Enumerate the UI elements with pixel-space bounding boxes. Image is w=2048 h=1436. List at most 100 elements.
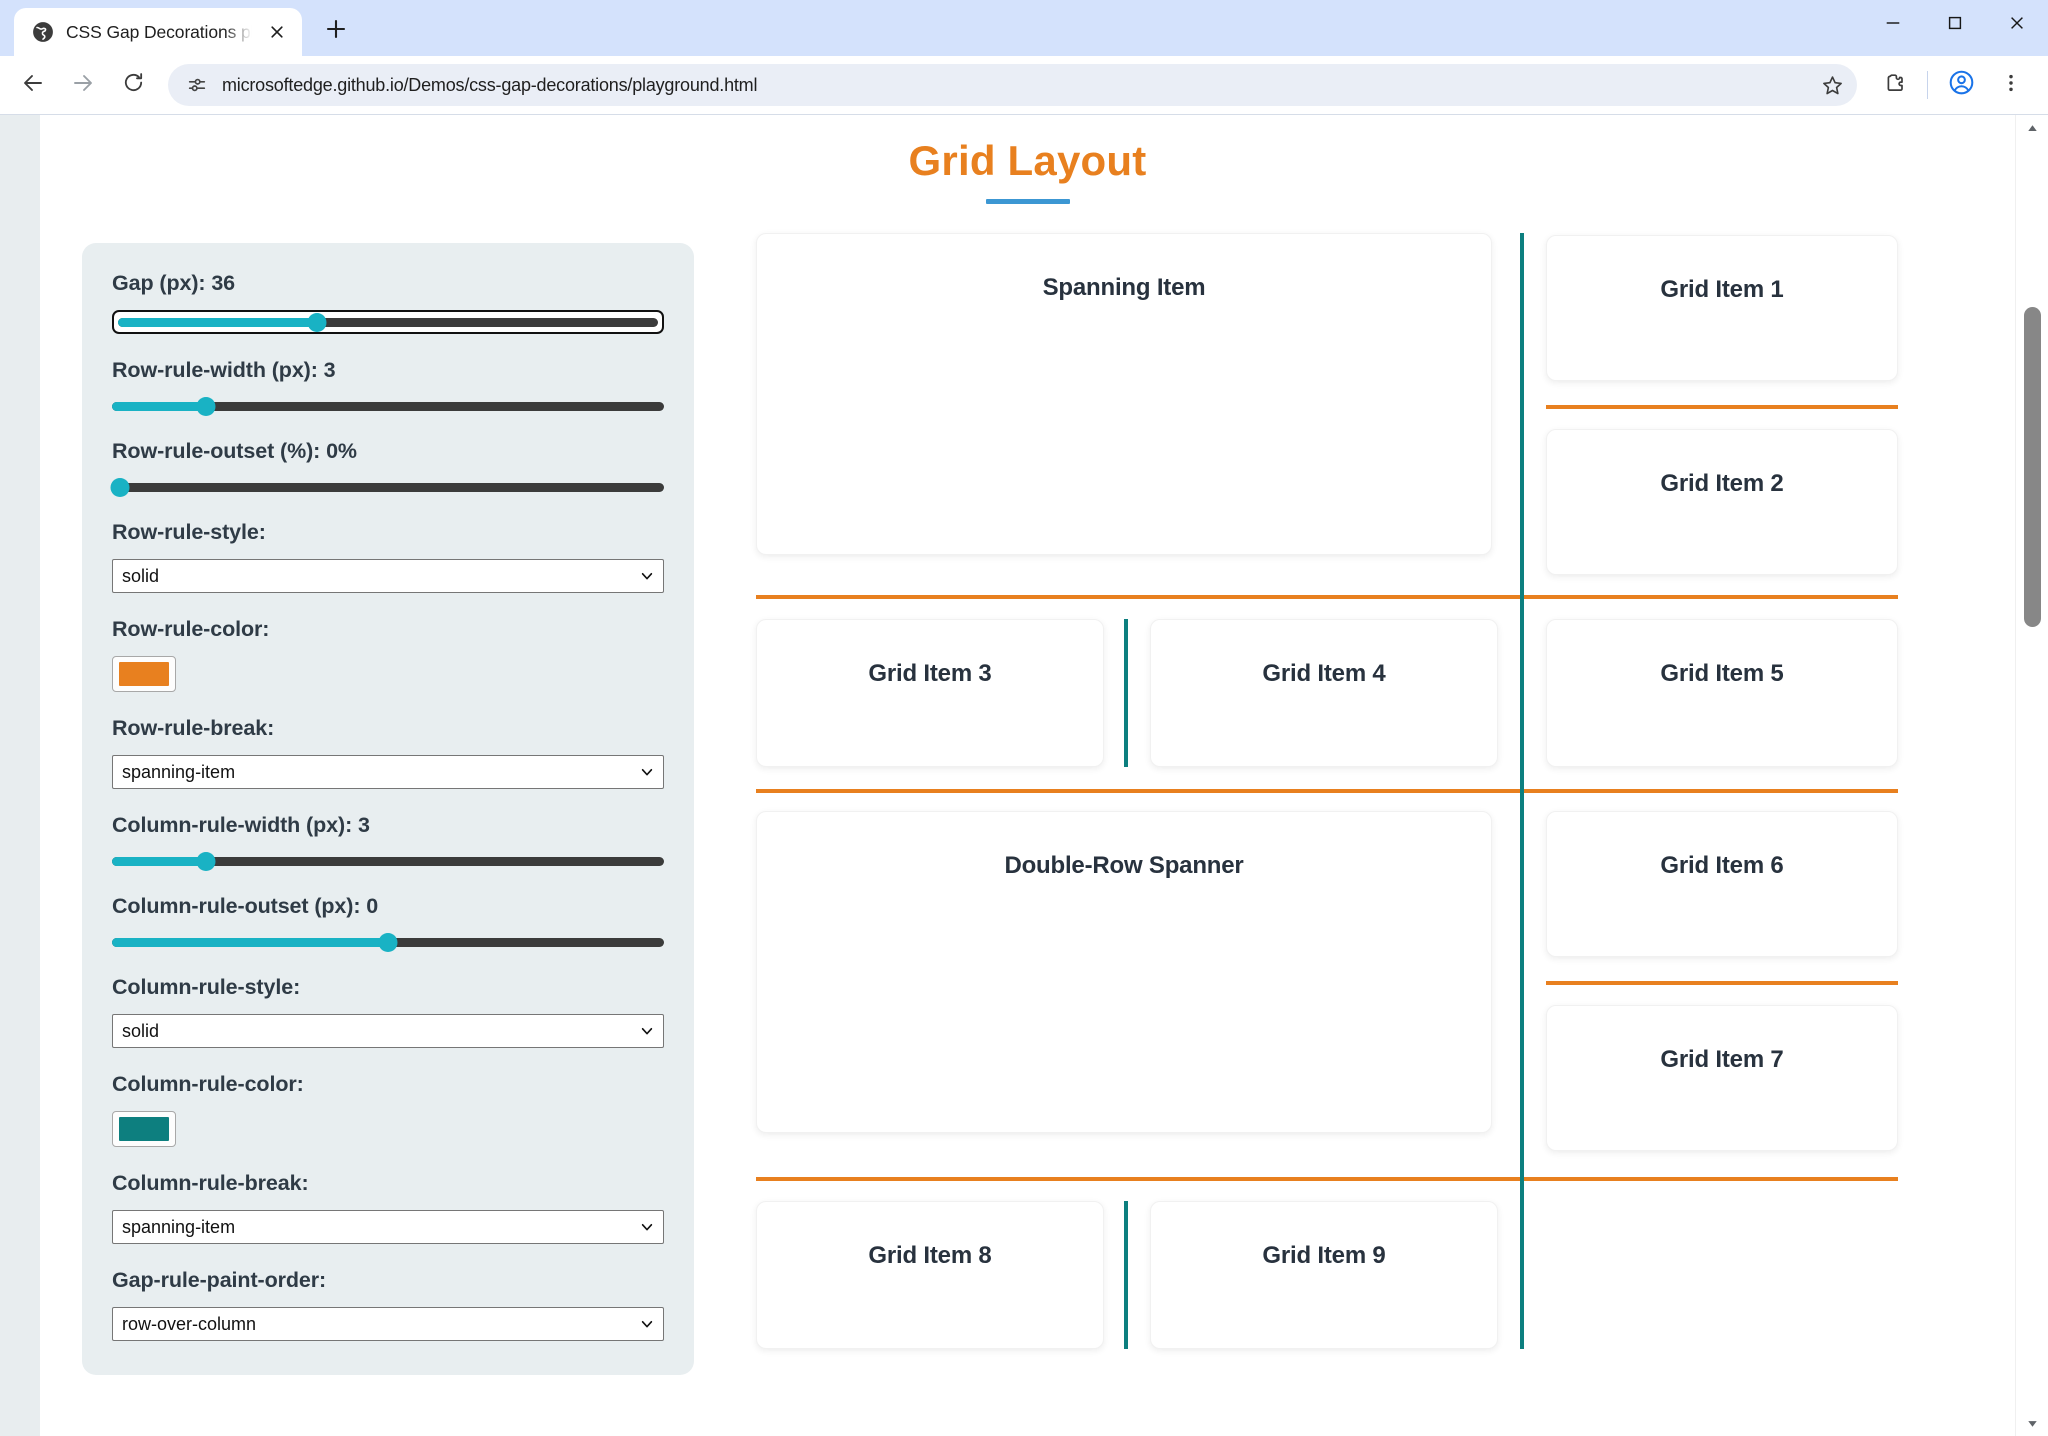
slider-fill	[112, 938, 388, 947]
chevron-down-icon	[639, 1023, 655, 1039]
grid-item-label: Grid Item 5	[1660, 660, 1784, 687]
control-column-rule-outset: Column-rule-outset (px): 0	[112, 894, 664, 952]
star-icon[interactable]	[1813, 66, 1851, 104]
chevron-down-icon	[639, 1219, 655, 1235]
label-row-rule-style: Row-rule-style:	[112, 520, 266, 544]
arrow-right-icon	[71, 71, 95, 100]
maximize-icon	[1946, 14, 1964, 37]
toolbar-divider	[1927, 71, 1928, 99]
slider-track	[112, 857, 664, 866]
label-column-rule-color: Column-rule-color:	[112, 1072, 304, 1096]
globe-icon	[32, 21, 54, 43]
label-row-rule-width: Row-rule-width (px): 3	[112, 358, 336, 382]
control-row-rule-style: Row-rule-style: solid	[112, 520, 664, 593]
control-row-rule-width: Row-rule-width (px): 3	[112, 358, 664, 416]
minimize-button[interactable]	[1862, 0, 1924, 50]
scroll-up-arrow-icon[interactable]	[2016, 115, 2048, 141]
label-gap-rule-paint-order: Gap-rule-paint-order:	[112, 1268, 327, 1292]
chevron-down-icon	[639, 1316, 655, 1332]
extensions-button[interactable]	[1871, 62, 1917, 108]
browser-tab[interactable]: CSS Gap Decorations playgroun	[14, 8, 302, 56]
profile-button[interactable]	[1938, 62, 1984, 108]
select-value: spanning-item	[122, 1216, 236, 1237]
row-rule	[1546, 981, 1898, 985]
slider-thumb[interactable]	[378, 933, 398, 952]
grid-item: Grid Item 3	[756, 619, 1104, 767]
grid-item-label: Grid Item 7	[1660, 1046, 1784, 1073]
column-rule	[1124, 619, 1128, 767]
grid-item: Double-Row Spanner	[756, 811, 1492, 1133]
slider-thumb[interactable]	[307, 313, 327, 332]
site-settings-icon[interactable]	[184, 72, 210, 98]
label-column-rule-outset: Column-rule-outset (px): 0	[112, 894, 379, 918]
back-button[interactable]	[10, 62, 56, 108]
slider-thumb[interactable]	[196, 852, 216, 871]
tab-title: CSS Gap Decorations playgroun	[66, 21, 252, 42]
select-value: row-over-column	[122, 1313, 257, 1334]
page-scrollbar[interactable]	[2015, 115, 2048, 1436]
select-row-rule-style[interactable]: solid	[112, 559, 664, 593]
control-column-rule-break: Column-rule-break: spanning-item	[112, 1171, 664, 1244]
forward-button[interactable]	[60, 62, 106, 108]
slider-thumb[interactable]	[196, 397, 216, 416]
chevron-down-icon	[639, 764, 655, 780]
grid-item-label: Spanning Item	[1042, 274, 1206, 301]
chevron-down-icon	[639, 568, 655, 584]
label-row-rule-color: Row-rule-color:	[112, 617, 270, 641]
grid-item: Grid Item 9	[1150, 1201, 1498, 1349]
grid-item-label: Grid Item 6	[1660, 852, 1784, 879]
grid-item-label: Grid Item 4	[1262, 660, 1386, 687]
select-row-rule-break[interactable]: spanning-item	[112, 755, 664, 789]
slider-row-rule-width[interactable]	[112, 397, 664, 416]
slider-track	[112, 483, 664, 492]
select-gap-rule-paint-order[interactable]: row-over-column	[112, 1307, 664, 1341]
close-icon[interactable]	[264, 19, 290, 45]
slider-gap[interactable]	[112, 310, 664, 334]
browser-menu-button[interactable]	[1988, 62, 2034, 108]
column-rule	[1520, 1177, 1524, 1349]
reload-button[interactable]	[110, 62, 156, 108]
control-column-rule-width: Column-rule-width (px): 3	[112, 813, 664, 871]
scroll-down-arrow-icon[interactable]	[2016, 1410, 2048, 1436]
address-bar[interactable]: microsoftedge.github.io/Demos/css-gap-de…	[168, 64, 1857, 106]
grid-item: Spanning Item	[756, 233, 1492, 555]
grid-item-label: Grid Item 3	[868, 660, 992, 687]
tab-strip: CSS Gap Decorations playgroun	[0, 0, 2048, 56]
row-rule	[756, 595, 1898, 599]
maximize-button[interactable]	[1924, 0, 1986, 50]
new-tab-button[interactable]	[314, 9, 358, 53]
slider-track	[112, 402, 664, 411]
window-close-button[interactable]	[1986, 0, 2048, 50]
label-row-rule-outset: Row-rule-outset (%): 0%	[112, 439, 357, 463]
column-rule	[1520, 595, 1524, 789]
grid-item-label: Grid Item 9	[1262, 1242, 1386, 1269]
plus-icon	[325, 18, 347, 45]
window-close-icon	[2008, 14, 2026, 37]
select-column-rule-break[interactable]: spanning-item	[112, 1210, 664, 1244]
slider-fill	[118, 318, 321, 327]
color-input-column-rule-color[interactable]	[112, 1111, 176, 1147]
grid-item-label: Grid Item 1	[1660, 276, 1784, 303]
slider-thumb[interactable]	[110, 478, 130, 497]
minimize-icon	[1884, 14, 1902, 37]
slider-column-rule-width[interactable]	[112, 852, 664, 871]
row-rule	[756, 789, 1898, 793]
slider-column-rule-outset[interactable]	[112, 933, 664, 952]
slider-fill	[112, 857, 206, 866]
control-column-rule-color: Column-rule-color:	[112, 1072, 664, 1147]
slider-fill	[112, 402, 206, 411]
browser-toolbar: microsoftedge.github.io/Demos/css-gap-de…	[0, 56, 2048, 114]
scrollbar-thumb[interactable]	[2024, 307, 2041, 627]
color-input-row-rule-color[interactable]	[112, 656, 176, 692]
slider-row-rule-outset[interactable]	[110, 478, 664, 497]
reload-icon	[122, 71, 145, 99]
select-value: solid	[122, 1020, 160, 1041]
color-swatch	[119, 1117, 169, 1141]
column-rule	[1520, 789, 1524, 1177]
grid-item: Grid Item 8	[756, 1201, 1104, 1349]
label-column-rule-break: Column-rule-break:	[112, 1171, 309, 1195]
select-column-rule-style[interactable]: solid	[112, 1014, 664, 1048]
